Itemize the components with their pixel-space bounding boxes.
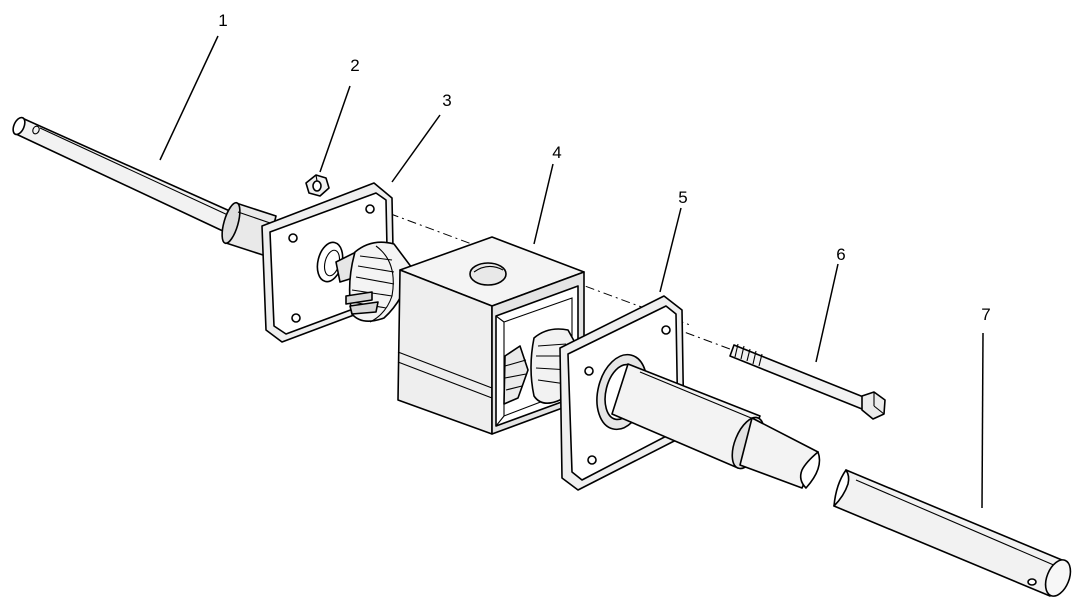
- part-3-left-bevel-gear: [335, 241, 413, 323]
- leader-line-5: [659, 207, 682, 293]
- part-7-output-shaft: [833, 469, 1072, 597]
- part-1-input-shaft: [12, 116, 277, 257]
- leader-line-6: [815, 263, 839, 363]
- leader-lines: [159, 35, 984, 509]
- part-6-bolt: [729, 343, 886, 420]
- callout-1: 1: [218, 11, 227, 30]
- callout-2: 2: [350, 56, 359, 75]
- callout-7: 7: [981, 305, 990, 324]
- leader-line-1: [159, 35, 219, 161]
- callout-6: 6: [836, 245, 845, 264]
- callout-5: 5: [678, 188, 687, 207]
- part-5-output-sleeve: [611, 363, 821, 489]
- leader-line-4: [533, 163, 554, 245]
- callout-3: 3: [442, 91, 451, 110]
- leader-line-2: [319, 85, 351, 173]
- leader-line-3: [391, 114, 441, 183]
- part-2-nut: [305, 174, 330, 197]
- callout-labels: 1 2 3 4 5 6 7: [218, 11, 990, 324]
- callout-4: 4: [552, 143, 561, 162]
- leader-line-7: [981, 332, 984, 509]
